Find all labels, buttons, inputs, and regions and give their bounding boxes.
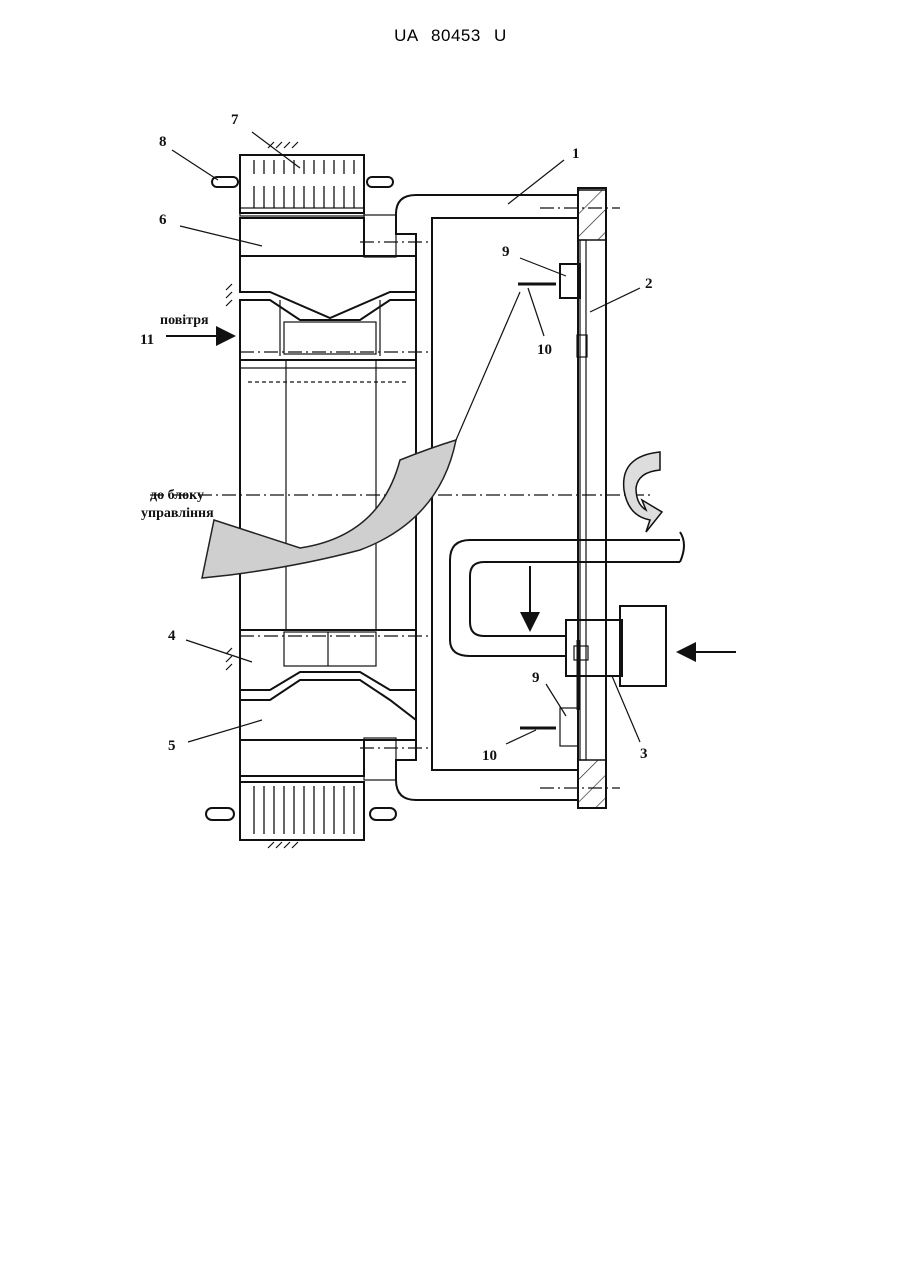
label-9-bottom: 9 — [532, 670, 540, 686]
label-6: 6 — [159, 212, 167, 228]
label-2: 2 — [645, 276, 653, 292]
label-10-bottom: 10 — [482, 748, 497, 764]
handle-8-bottom-right — [370, 808, 396, 820]
label-4: 4 — [168, 628, 176, 644]
label-5: 5 — [168, 738, 176, 754]
bottom-body-block — [240, 630, 416, 740]
rotation-arrow — [624, 452, 662, 532]
top-body-block — [240, 256, 416, 382]
label-10-top: 10 — [537, 342, 552, 358]
label-7: 7 — [231, 112, 239, 128]
control-label-line1: до блоку — [150, 488, 204, 503]
actuator-3 — [566, 606, 666, 710]
air-label: повітря — [160, 313, 209, 328]
spacer-bottom — [364, 738, 396, 780]
insulation-6-top — [240, 218, 364, 256]
insulation-6-bottom — [240, 740, 364, 776]
control-label-line2: управління — [141, 506, 214, 521]
label-1: 1 — [572, 146, 580, 162]
label-9-top: 9 — [502, 244, 510, 260]
spacer-top — [364, 215, 396, 257]
coil-7-top — [240, 155, 364, 216]
label-3: 3 — [640, 746, 648, 762]
label-8: 8 — [159, 134, 167, 150]
coil-7-bottom — [240, 782, 364, 840]
handle-8-bottom-left — [206, 808, 234, 820]
ground-marks — [226, 142, 298, 848]
label-11: 11 — [140, 332, 154, 348]
handle-8-top-right — [367, 177, 393, 187]
